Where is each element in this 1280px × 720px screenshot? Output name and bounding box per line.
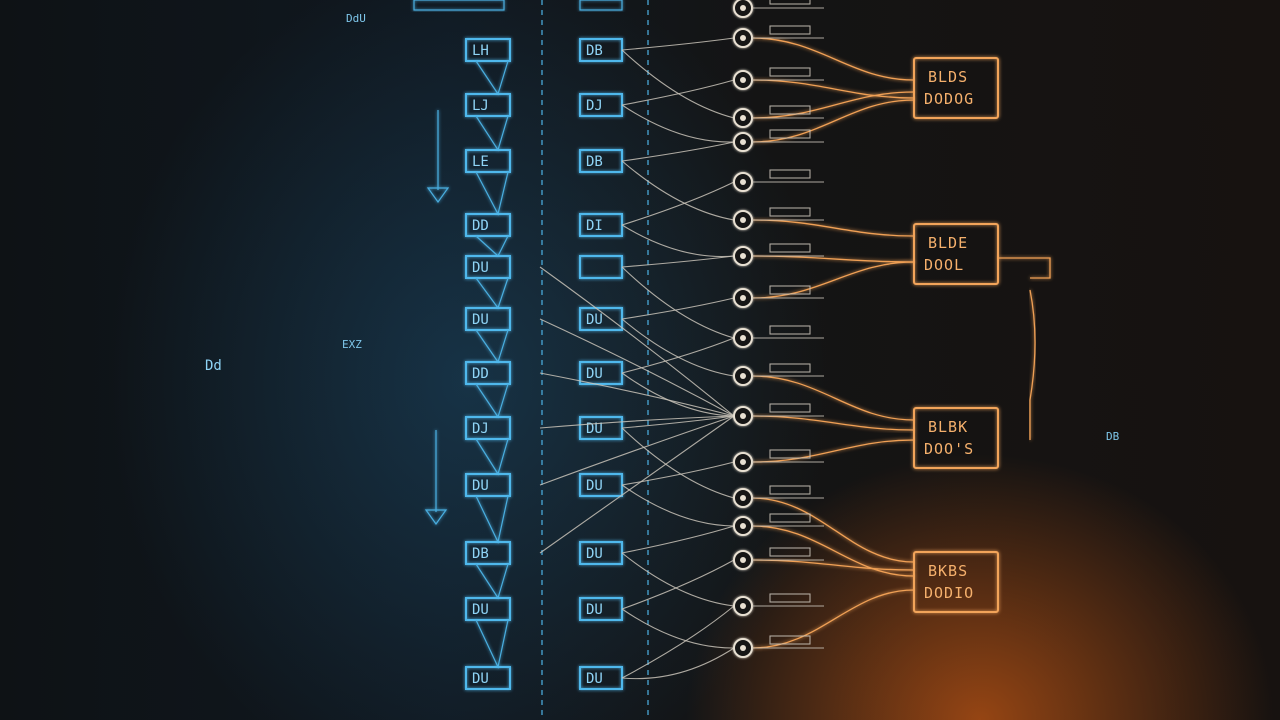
block-right-label: DU [586,366,603,382]
orange-block-label-2: DODIO [924,584,974,602]
orange-block: BLDE DOOL [880,223,1025,285]
block-right-label: DU [586,671,603,687]
orange-block-label-2: DOO'S [924,440,974,458]
blue-block-pair: LE DB [386,148,660,216]
junction-dot [740,495,746,501]
block-left-label: DU [472,478,489,494]
block-right-label: DU [586,546,603,562]
blue-block-pair: DJ DU [386,415,660,476]
blue-block-pair: DU DU [386,472,660,544]
left-label: Dd [205,358,222,374]
orange-block-label-1: BKBS [928,562,968,580]
junction-dot [740,413,746,419]
orange-block: BLDS DODOG [880,57,1025,119]
orange-block-box [913,407,999,469]
orange-block-label-1: BLDE [928,234,968,252]
orange-block: BKBS DODIO [880,551,1025,613]
blue-block-pair: LJ DJ [386,92,660,152]
junction-dot [740,523,746,529]
blue-block-pair: DU DU [386,665,660,690]
junction-dot [740,295,746,301]
block-left-label: DJ [472,421,489,437]
orange-block-label-1: BLDS [928,68,968,86]
block-left-label: DU [472,260,489,276]
blue-block-pair: LH DB [386,37,660,96]
junction-dot [740,557,746,563]
block-right-label: DU [586,602,603,618]
orange-rails [823,0,1101,720]
top-label: DdU [346,12,366,25]
junction-dot [740,645,746,651]
block-left-label: LH [472,43,489,59]
mid-label: EXZ [342,338,362,351]
left-rails [190,0,649,720]
block-right-label: DU [586,478,603,494]
block-right-label: DB [586,154,603,170]
junction-dot [740,115,746,121]
block-left-label: LE [472,154,489,170]
junction-dot [740,603,746,609]
junction-dot [740,77,746,83]
junction-dot [740,35,746,41]
junction-dot [740,335,746,341]
junction-dot [740,5,746,11]
block-right-label: DU [586,421,603,437]
orange-block-box [913,551,999,613]
block-left-label: DU [472,671,489,687]
junction-dot [740,459,746,465]
orange-block-label-1: BLBK [928,418,968,436]
block-right-label: DU [586,312,603,328]
blue-block-pair: DU DU [386,306,660,364]
block-right-label: DI [586,218,603,234]
blue-block-pair: DD DI [386,212,660,257]
block-right-label: DB [586,43,603,59]
block-left-label: DD [472,366,489,382]
blue-block-pair: DB DU [386,540,660,600]
orange-block-box [913,57,999,119]
orange-block-column: BLDS DODOG BLDE DOOL BLBK DOO'S BKBS DODIO [880,57,1025,613]
blue-block-pair: DU [386,254,660,310]
junction-dot [740,373,746,379]
blue-block-pair: DD DU [386,360,660,419]
fan-wires [539,37,915,680]
orange-block-label-2: DODOG [924,90,974,108]
block-left-label: DD [472,218,489,234]
node-column [733,0,824,658]
orange-block-label-2: DOOL [924,256,964,274]
block-right-label: DJ [586,98,603,114]
junction-dot [740,253,746,259]
junction-dot [740,179,746,185]
junction-dot [740,139,746,145]
orange-block-box [913,223,999,285]
right-tag: DB [1106,430,1120,443]
block-left-label: LJ [472,98,489,114]
orange-block: BLBK DOO'S [880,407,1025,469]
block-left-label: DU [472,312,489,328]
block-left-label: DU [472,602,489,618]
blue-block-pair: DU DU [386,596,660,669]
block-left-label: DB [472,546,489,562]
junction-dot [740,217,746,223]
